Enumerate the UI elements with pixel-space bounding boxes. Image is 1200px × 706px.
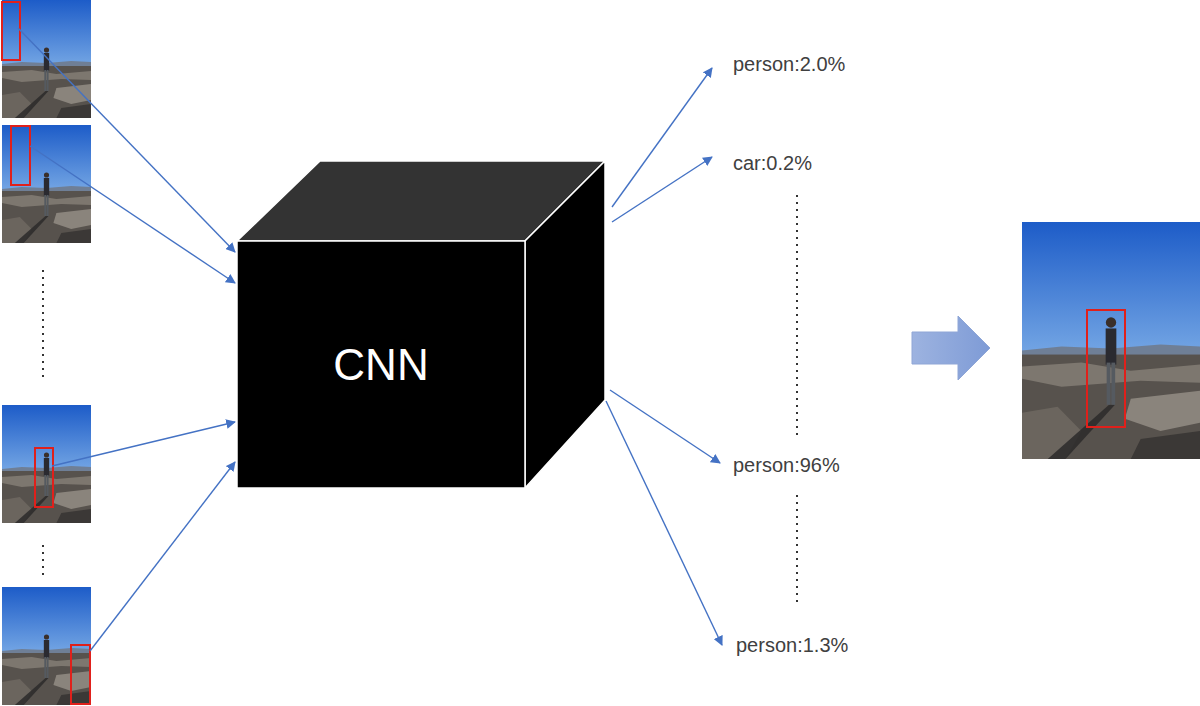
ellipsis-dots [42,270,44,380]
cube-outline [237,161,606,489]
class-score: person:1.3% [736,633,848,657]
window-box [35,448,53,507]
input-arrow [30,146,235,283]
window-box [11,126,30,185]
window-box [71,645,90,704]
input-arrow [52,422,235,466]
ellipsis-dots [796,495,798,605]
class-score: car:0.2% [733,151,812,175]
input-arrow [90,462,235,651]
window-box [2,2,20,60]
cube-side [525,161,605,488]
photo-thumbnail [2,0,91,118]
cnn-block: CNN [237,161,606,489]
photo-thumbnail [2,587,91,705]
photo-thumbnail [2,405,91,523]
photo-thumbnail [2,125,91,243]
result-arrow [912,316,990,380]
cube-front [237,241,525,488]
output-arrow [610,390,720,463]
block-title: CNN [237,241,525,488]
output-arrow [612,68,712,207]
class-score: person:2.0% [733,52,845,76]
ellipsis-dots [42,545,44,576]
result-photo [1022,222,1200,459]
ellipsis-dots [796,195,798,435]
output-arrow [612,157,712,222]
output-arrow [606,401,722,645]
detection-box [1087,310,1125,427]
input-arrow [18,28,235,252]
class-score: person:96% [733,453,840,477]
